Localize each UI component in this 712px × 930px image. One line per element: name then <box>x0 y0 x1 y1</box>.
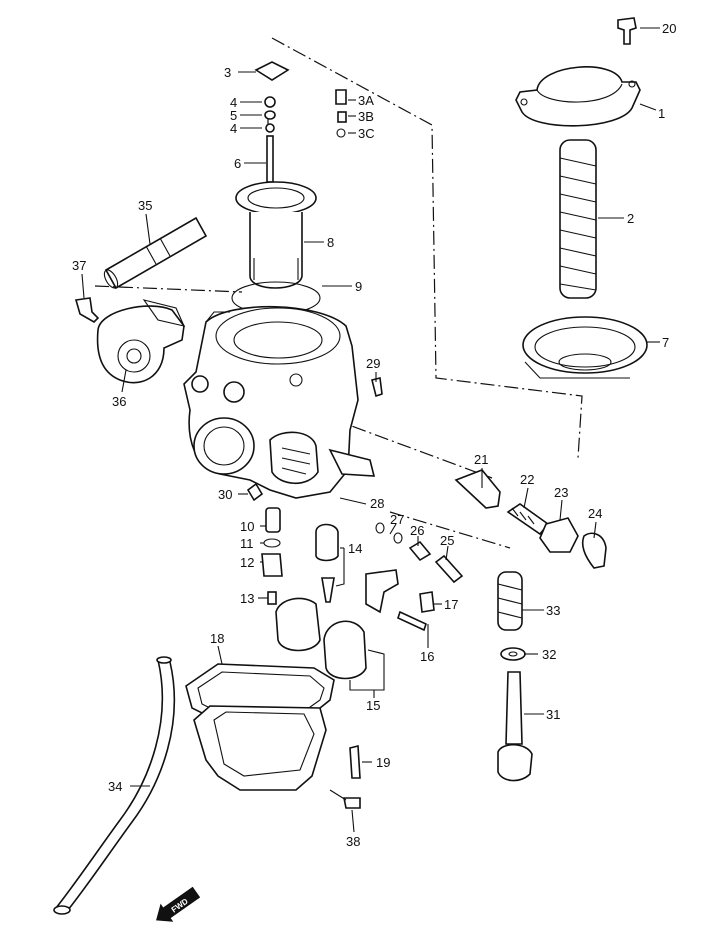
callout-3: 3 <box>224 65 231 80</box>
callout-1: 1 <box>658 106 665 121</box>
piston-part <box>231 181 321 315</box>
callout-11: 11 <box>240 536 254 551</box>
bowl-screws <box>329 744 361 809</box>
callout-34: 34 <box>108 779 122 794</box>
callout-3c: 3C <box>358 126 375 141</box>
callout-leaders <box>81 27 660 833</box>
callout-9: 9 <box>355 279 362 294</box>
callout-26: 26 <box>410 523 424 538</box>
callout-20: 20 <box>662 21 676 36</box>
callout-3b: 3B <box>358 109 374 124</box>
callout-23: 23 <box>554 485 568 500</box>
top-cap-part <box>515 17 641 127</box>
callout-31: 31 <box>546 707 560 722</box>
float-assembly-part <box>275 569 435 680</box>
callout-8: 8 <box>327 235 334 250</box>
callout-33: 33 <box>546 603 560 618</box>
vent-tube-part <box>103 216 208 290</box>
jet-parts-26-25-27 <box>375 522 464 584</box>
throttle-sensor-part <box>96 299 185 384</box>
callout-21: 21 <box>474 452 488 467</box>
spring-part <box>559 139 597 299</box>
callout-4-lower: 4 <box>230 121 237 136</box>
callout-labels: 20 1 2 7 3 3A 4 3B 5 4 3C 6 35 8 37 9 29… <box>72 21 676 849</box>
callout-36: 36 <box>112 394 126 409</box>
throttle-sensor-screw <box>74 297 100 323</box>
needle-retainer-parts <box>254 61 347 183</box>
callout-29: 29 <box>366 356 380 371</box>
callout-17: 17 <box>444 597 458 612</box>
callout-12: 12 <box>240 555 254 570</box>
callout-6: 6 <box>234 156 241 171</box>
callout-22: 22 <box>520 472 534 487</box>
callout-2: 2 <box>627 211 634 226</box>
callout-28: 28 <box>370 496 384 511</box>
callout-3a: 3A <box>358 93 374 108</box>
callout-32: 32 <box>542 647 556 662</box>
mixture-screw-assembly <box>497 571 533 782</box>
float-bowl-part <box>185 663 335 791</box>
callout-27: 27 <box>390 512 404 527</box>
diaphragm-part <box>522 316 648 379</box>
callout-35: 35 <box>138 198 152 213</box>
callout-5: 5 <box>230 108 237 123</box>
screw-29-part <box>371 377 383 398</box>
callout-18: 18 <box>210 631 224 646</box>
callout-14: 14 <box>348 541 362 556</box>
callout-16: 16 <box>420 649 434 664</box>
carburetor-body-part <box>183 305 376 499</box>
callout-13: 13 <box>240 591 254 606</box>
forward-direction-arrow: FWD <box>156 886 201 922</box>
callout-25: 25 <box>440 533 454 548</box>
callout-38: 38 <box>346 834 360 849</box>
pilot-screw-assembly <box>454 469 607 569</box>
callout-30: 30 <box>218 487 232 502</box>
float-valve-part <box>315 523 339 603</box>
callout-7: 7 <box>662 335 669 350</box>
callout-4-upper: 4 <box>230 95 237 110</box>
callout-37: 37 <box>72 258 86 273</box>
callout-15: 15 <box>366 698 380 713</box>
callout-10: 10 <box>240 519 254 534</box>
drain-hose-part <box>53 656 176 915</box>
callout-19: 19 <box>376 755 390 770</box>
main-jet-stack <box>246 482 283 605</box>
callout-24: 24 <box>588 506 602 521</box>
